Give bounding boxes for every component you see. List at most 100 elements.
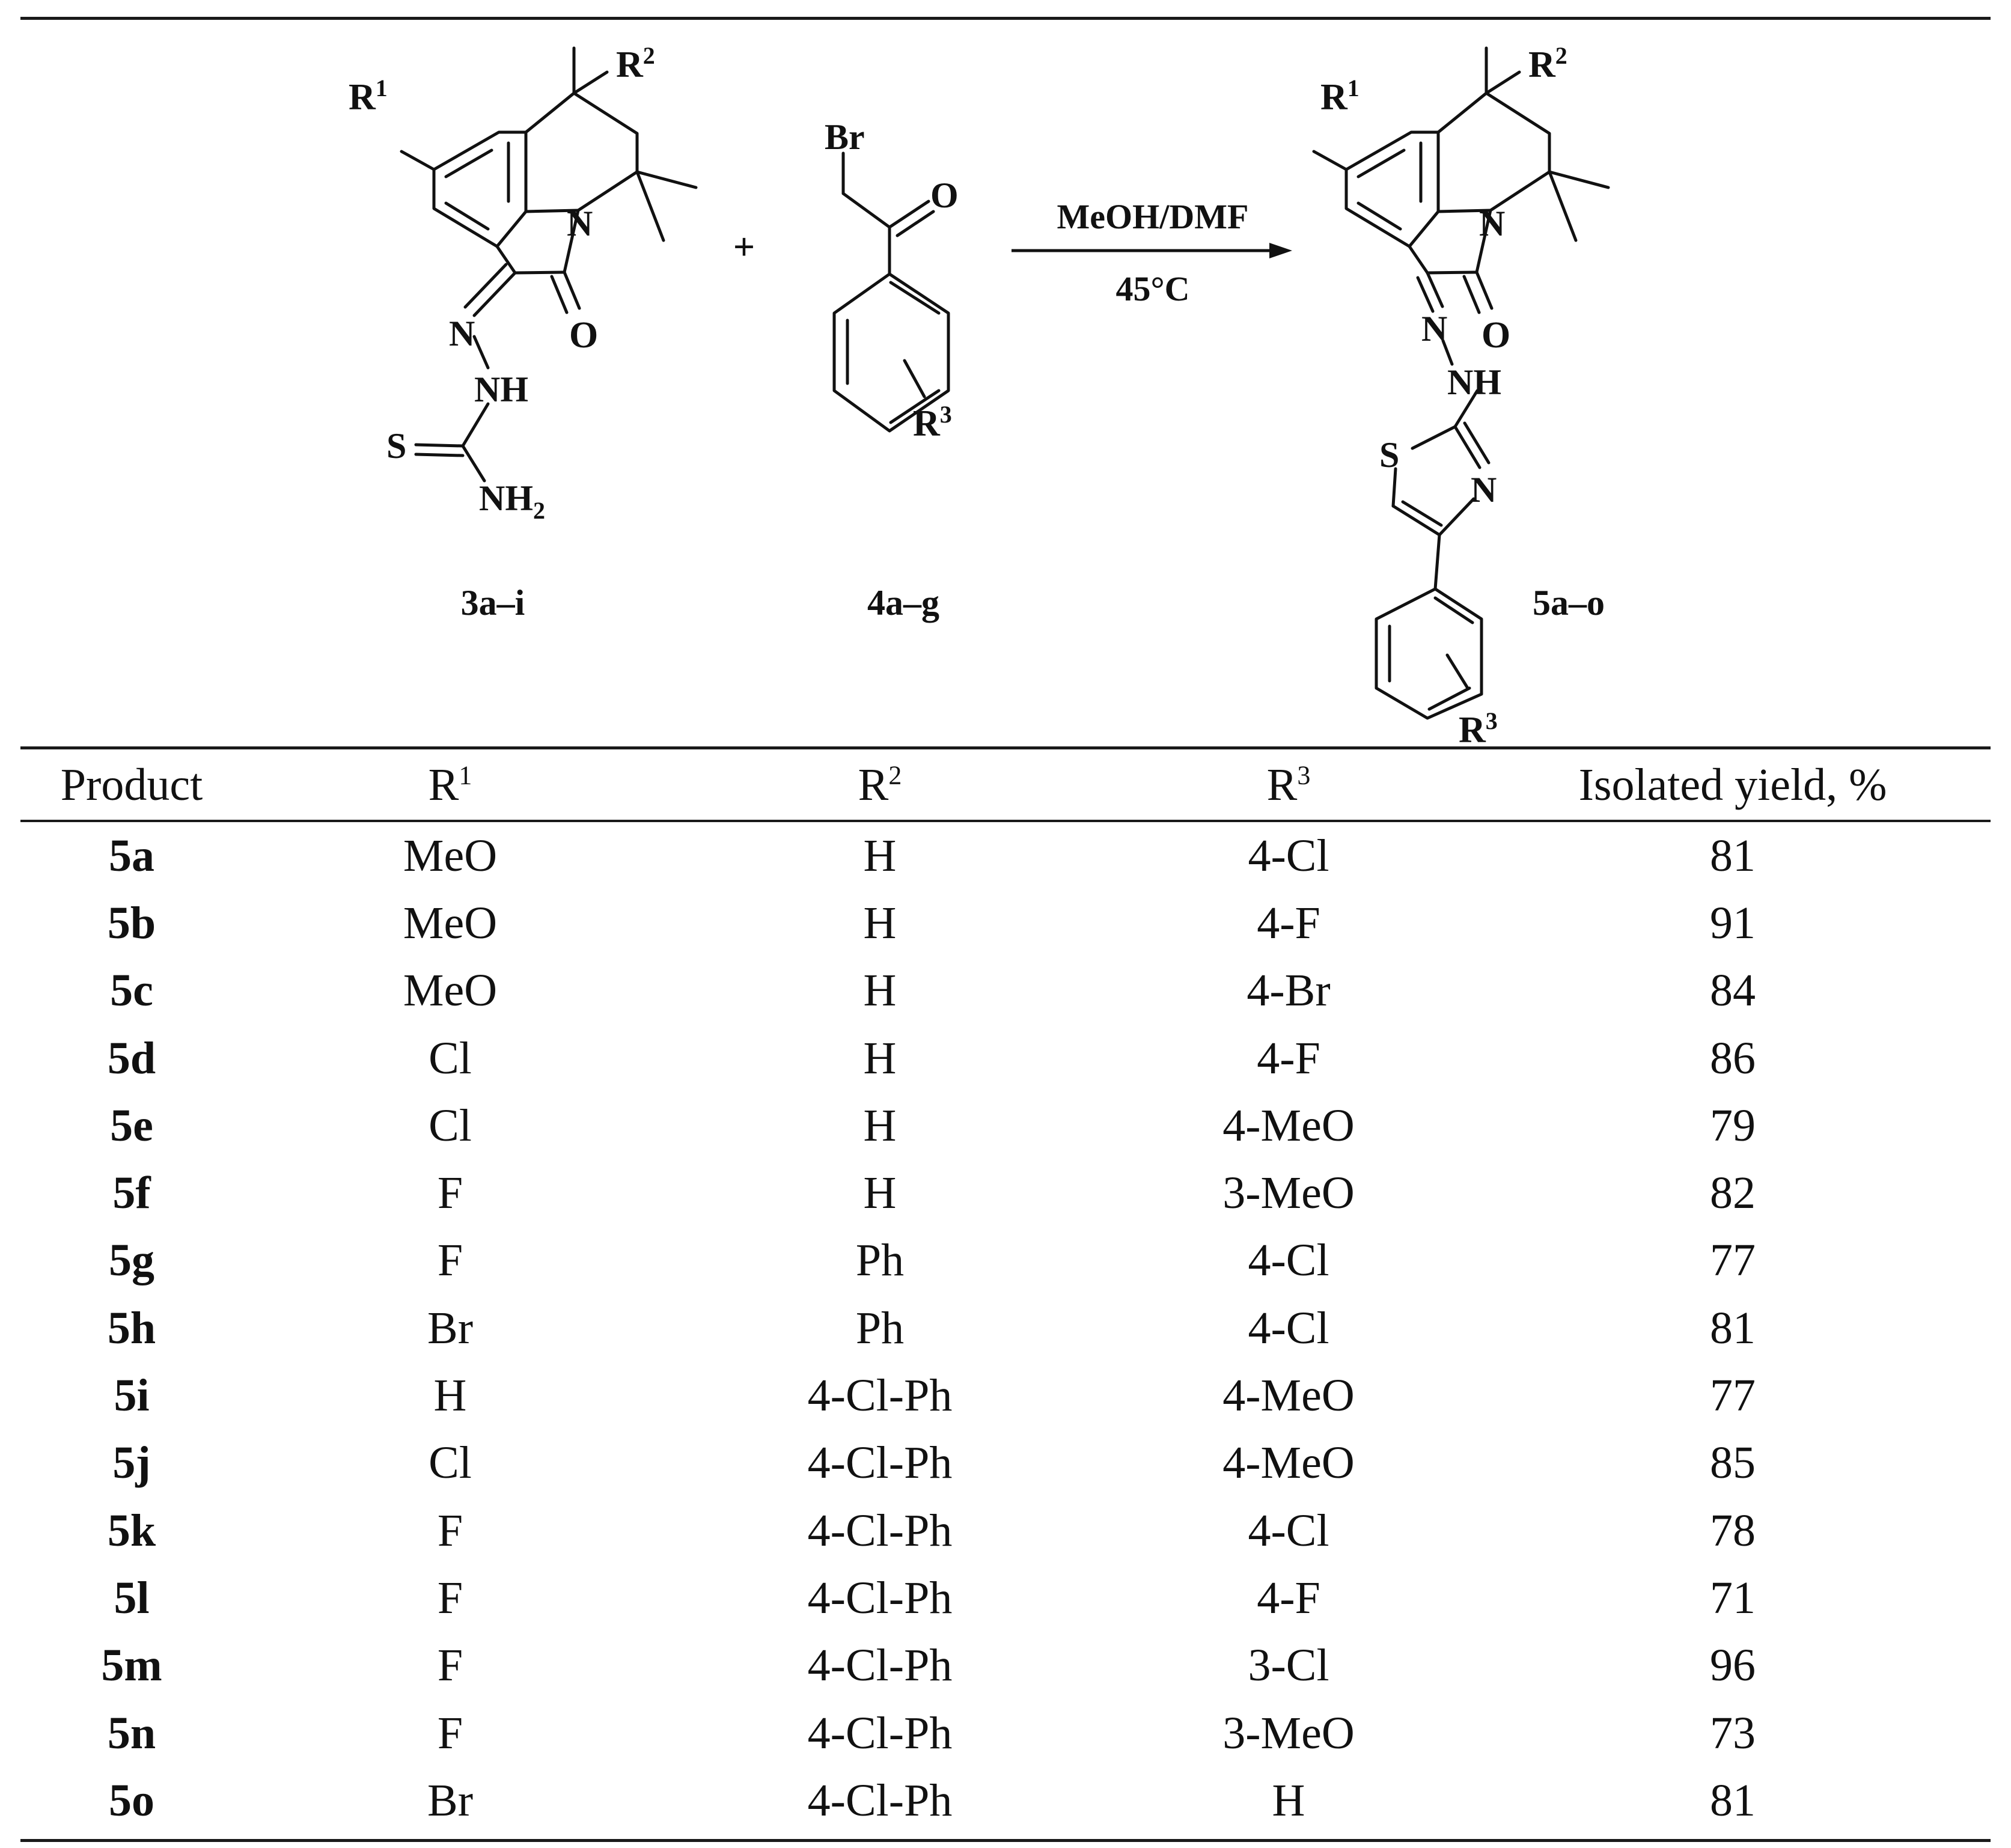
header-r3: R3: [1266, 759, 1311, 810]
hydrazone-n-atom: N: [449, 314, 475, 353]
thiazole-n-atom: N: [1471, 470, 1497, 510]
condition-solvent: MeOH/DMF: [1057, 197, 1249, 236]
cell-yield: 84: [1710, 965, 1756, 1016]
product-r3-label: R3: [1459, 707, 1498, 745]
product-hydrazone-n-atom: N: [1421, 309, 1447, 349]
cell-yield: 86: [1710, 1032, 1756, 1084]
reagent-4-structure: Br O R3 4a–g: [825, 117, 959, 623]
product-5-structure: R1 R2 N O N NH S N R3 5a–o: [1312, 42, 1610, 745]
cell-r3: H: [1272, 1775, 1305, 1826]
cell-r1: MeO: [403, 897, 498, 948]
cell-yield: 81: [1710, 1302, 1756, 1353]
cell-yield: 78: [1710, 1505, 1756, 1556]
cell-r2: 4-Cl-Ph: [807, 1438, 953, 1489]
cell-product: 5h: [107, 1302, 156, 1353]
cell-r1: H: [433, 1370, 467, 1421]
table-top-rule: [20, 746, 1991, 749]
cell-product: 5f: [112, 1168, 151, 1219]
cell-r2: H: [863, 1168, 897, 1219]
header-row: Product R1 R2 R3 Isolated yield, %: [20, 750, 1991, 821]
cell-r1: Cl: [429, 1438, 472, 1489]
cell-yield: 91: [1710, 897, 1756, 948]
cell-r3: 4-F: [1257, 897, 1320, 948]
product-5-bonds: [1312, 46, 1610, 720]
cell-product: 5o: [109, 1775, 154, 1826]
cell-r3: 4-MeO: [1222, 1370, 1355, 1421]
cell-r3: 4-MeO: [1222, 1100, 1355, 1151]
cell-r3: 4-F: [1257, 1572, 1320, 1623]
cell-r3: 3-MeO: [1222, 1168, 1355, 1219]
cell-product: 5e: [110, 1100, 153, 1151]
top-rule: [20, 17, 1991, 20]
cell-r2: 4-Cl-Ph: [807, 1640, 953, 1691]
yield-table-header: Product R1 R2 R3 Isolated yield, %: [20, 750, 1991, 821]
cell-r1: F: [437, 1235, 463, 1286]
cell-r2: H: [863, 1100, 897, 1151]
cell-product: 5c: [110, 965, 153, 1016]
cell-product: 5a: [109, 830, 154, 881]
cell-r2: 4-Cl-Ph: [807, 1505, 953, 1556]
thione-s-atom: S: [386, 426, 406, 466]
cell-product: 5g: [109, 1235, 154, 1286]
carbonyl-o-atom: O: [569, 315, 598, 356]
reagent-3-bonds: [400, 46, 698, 483]
bromine-atom: Br: [825, 117, 865, 157]
product-5-label: 5a–o: [1533, 583, 1605, 623]
header-product: Product: [60, 759, 203, 810]
amine-group: NH2: [479, 478, 545, 524]
r1-label: R1: [349, 75, 388, 118]
cell-yield: 85: [1710, 1438, 1756, 1489]
cell-r3: 4-Cl: [1248, 1235, 1329, 1286]
cell-r1: Br: [427, 1775, 473, 1826]
cell-r1: F: [437, 1707, 463, 1758]
cell-r2: H: [863, 830, 897, 881]
cell-yield: 96: [1710, 1640, 1756, 1691]
header-r2: R2: [858, 759, 902, 810]
cell-r3: 4-Cl: [1248, 1302, 1329, 1353]
cell-product: 5b: [107, 897, 156, 948]
reagent-4-bonds: [832, 151, 950, 433]
cell-product: 5i: [114, 1370, 150, 1421]
ring-n-atom: N: [567, 204, 593, 243]
cell-r2: H: [863, 1032, 897, 1084]
cell-yield: 77: [1710, 1235, 1756, 1286]
cell-product: 5m: [101, 1640, 162, 1691]
reaction-arrow: [1012, 243, 1292, 258]
cell-r1: Cl: [429, 1100, 472, 1151]
cell-r2: 4-Cl-Ph: [807, 1775, 953, 1826]
r3-label: R3: [913, 401, 952, 444]
cell-r3: 4-Br: [1247, 965, 1331, 1016]
cell-r1: MeO: [403, 830, 498, 881]
cell-product: 5k: [107, 1505, 156, 1556]
cell-r1: F: [437, 1505, 463, 1556]
condition-temperature: 45°C: [1115, 269, 1189, 308]
cell-r1: F: [437, 1168, 463, 1219]
header-r1: R1: [428, 759, 472, 810]
cell-yield: 71: [1710, 1572, 1756, 1623]
product-ring-n-atom: N: [1479, 204, 1505, 243]
reagent-3-label: 3a–i: [461, 583, 525, 623]
cell-product: 5d: [107, 1032, 156, 1084]
cell-r1: MeO: [403, 965, 498, 1016]
cell-yield: 77: [1710, 1370, 1756, 1421]
cell-yield: 73: [1710, 1707, 1756, 1758]
product-r1-label: R1: [1320, 75, 1359, 118]
ketone-o-atom: O: [930, 175, 959, 215]
cell-r2: 4-Cl-Ph: [807, 1707, 953, 1758]
cell-r3: 4-MeO: [1222, 1438, 1355, 1489]
cell-r2: H: [863, 965, 897, 1016]
thiazole-s-atom: S: [1379, 435, 1399, 475]
cell-r2: Ph: [855, 1235, 905, 1286]
reaction-scheme: R1 R2 N O N NH S NH2 3a–i + Br O R3 4a–g: [349, 42, 1610, 745]
